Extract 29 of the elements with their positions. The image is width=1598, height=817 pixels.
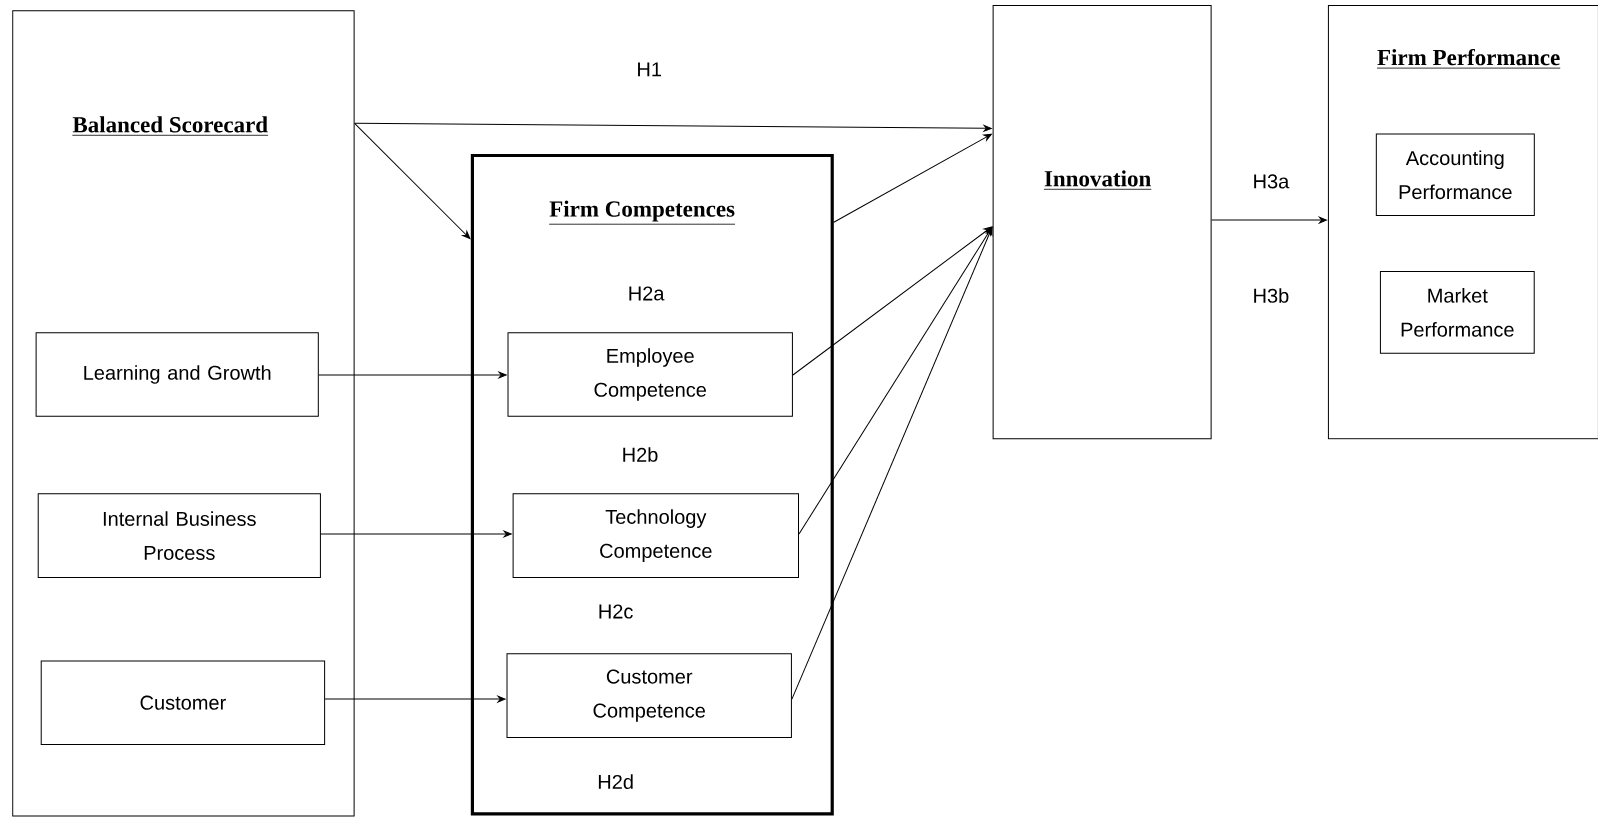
heading: Firm Performance xyxy=(1376,48,1561,69)
heading: Balanced Scorecard xyxy=(71,116,269,136)
heading: Innovation xyxy=(1043,170,1152,190)
arrow xyxy=(318,371,507,379)
concept-box: Customer Competence xyxy=(506,653,792,738)
arrow xyxy=(354,122,471,240)
arrow xyxy=(798,226,993,535)
concept-box: Market Performance xyxy=(1379,271,1535,354)
concept-box: Learning and Growth xyxy=(35,332,319,417)
hypothesis-label: H1 xyxy=(638,62,662,77)
arrow xyxy=(320,530,512,538)
concept-box: Technology Competence xyxy=(512,493,799,578)
arrow xyxy=(1211,216,1328,224)
concept-box: Customer xyxy=(40,660,326,745)
arrow xyxy=(354,122,992,132)
hypothesis-label: H3b xyxy=(1254,288,1289,303)
hypothesis-label: H2d xyxy=(598,774,633,790)
concept-box: Internal Business Process xyxy=(37,493,321,578)
hypothesis-label: H2b xyxy=(623,447,658,462)
arrow xyxy=(324,695,506,703)
hypothesis-label: H3a xyxy=(1254,174,1290,189)
hypothesis-label: H2c xyxy=(599,604,633,619)
concept-box: Accounting Performance xyxy=(1375,133,1535,217)
arrow xyxy=(792,226,993,376)
hypothesis-label: H2a xyxy=(629,286,665,301)
heading: Firm Competences xyxy=(548,200,736,225)
concept-box: Employee Competence xyxy=(507,332,793,417)
arrow xyxy=(833,133,992,223)
arrow xyxy=(791,226,993,700)
